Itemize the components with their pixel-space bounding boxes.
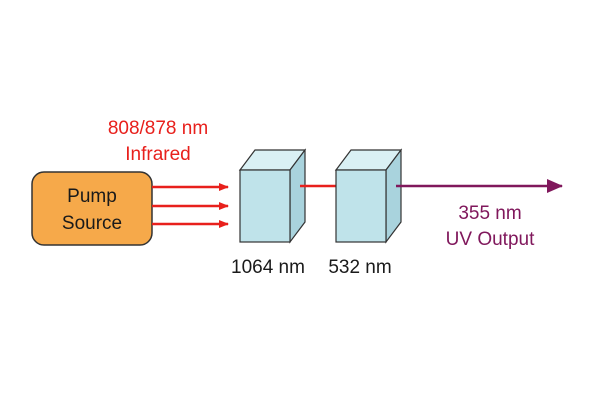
- crystal-1064: [238, 148, 307, 244]
- pump-type-label: Infrared: [125, 144, 190, 165]
- pump-source-label-line1: Pump: [67, 186, 117, 207]
- crystal-532-label: 532 nm: [328, 257, 391, 278]
- crystal-532: [334, 148, 403, 244]
- pump-source-box: [31, 171, 153, 246]
- crystal-532-front: [335, 169, 387, 243]
- crystal-1064-front: [239, 169, 291, 243]
- pump-source-label-line2: Source: [62, 213, 122, 234]
- pump-wavelength-label: 808/878 nm: [108, 118, 208, 139]
- crystal-1064-label: 1064 nm: [231, 257, 305, 278]
- uv-wavelength-label: 355 nm: [458, 203, 521, 224]
- uv-output-label: UV Output: [446, 229, 535, 250]
